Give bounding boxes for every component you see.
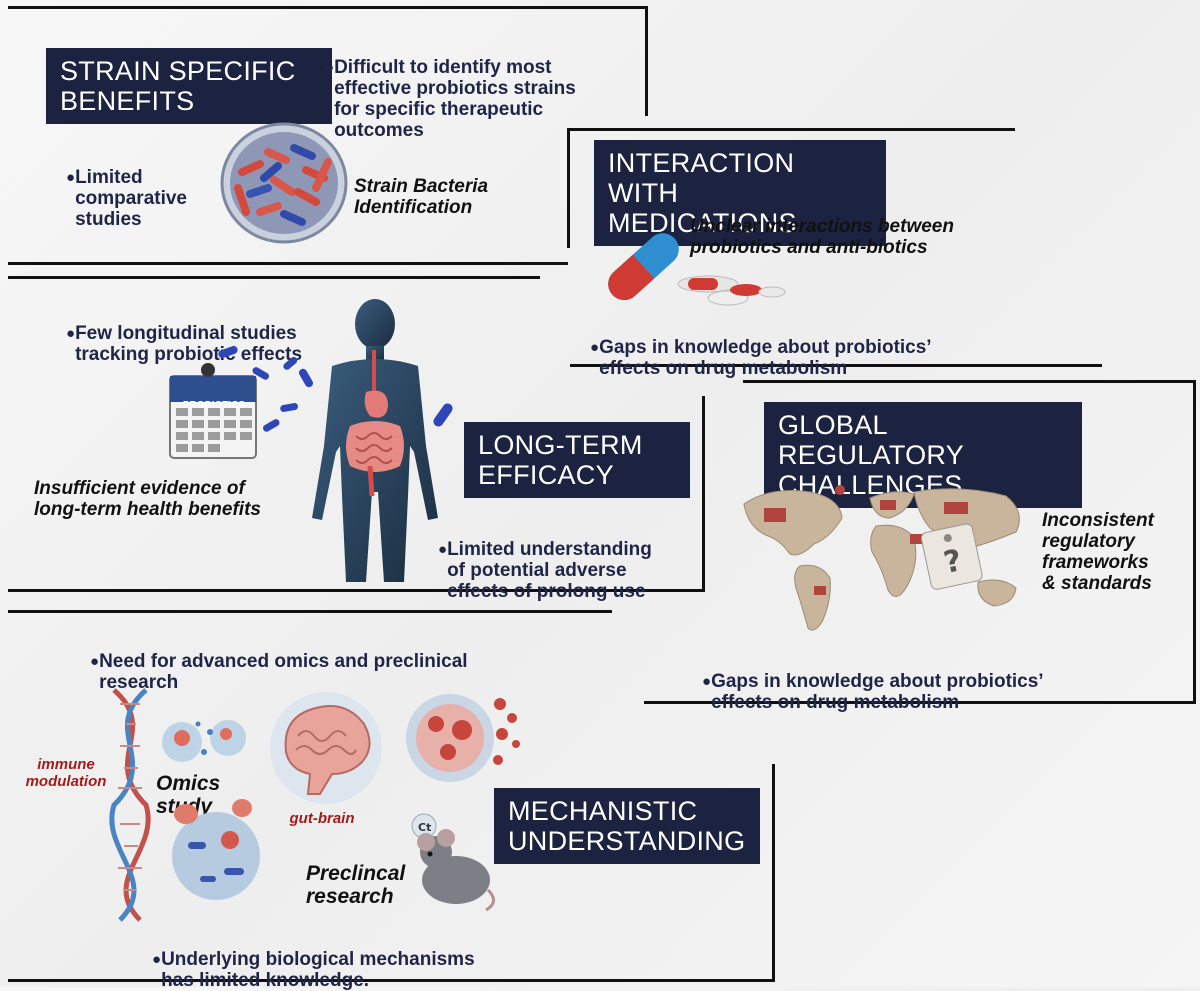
mechanistic-border-right [772, 764, 775, 982]
gutbrain-label: gut-brain [289, 810, 355, 827]
longterm-bullet-2-text: Limited understanding of potential adver… [447, 539, 652, 602]
strain-title: STRAIN SPECIFIC BENEFITS [46, 48, 332, 124]
bullet-dot-icon: ● [590, 339, 600, 356]
global-border-right [1193, 380, 1196, 704]
interaction-border-top [567, 128, 1015, 131]
calendar-label: PROBIOTICS [182, 400, 246, 411]
longterm-bullet-2: ●Limited understanding of potential adve… [438, 518, 652, 602]
interaction-border-bottom [570, 364, 1102, 367]
mouse-icon: Ct [411, 813, 495, 912]
longterm-title: LONG-TERM EFFICACY [464, 422, 690, 498]
human-body-gut-icon [312, 299, 438, 582]
capsules-scatter-icon [218, 345, 453, 432]
strain-bullet-1-text: Difficult to identify most effective pro… [334, 57, 576, 141]
mechanistic-bullet-1: ●Need for advanced omics and preclinical… [90, 630, 468, 693]
omics-cells-icon [162, 720, 246, 762]
global-border-top [743, 380, 1195, 383]
strain-bullet-2: ●Limited comparative studies [66, 146, 187, 230]
bullet-dot-icon: ● [66, 325, 76, 342]
interaction-border-left [567, 128, 570, 248]
interaction-title: INTERACTION WITH MEDICATIONS [594, 140, 886, 246]
dna-helix-icon [109, 688, 151, 922]
strain-border-bottom [8, 262, 568, 265]
strain-bullet-1: ●Difficult to identify most effective pr… [325, 36, 576, 141]
bullet-dot-icon: ● [325, 59, 335, 76]
longterm-border-bottom [8, 589, 705, 592]
interaction-bullet-text: Gaps in knowledge about probiotics’ effe… [599, 337, 932, 379]
bullet-dot-icon: ● [90, 653, 100, 670]
longterm-caption: Insufficient evidence of long-term healt… [34, 478, 261, 520]
brain-head-icon [270, 692, 382, 804]
longterm-border-right [702, 396, 705, 592]
bullet-dot-icon: ● [66, 169, 76, 186]
bullet-dot-icon: ● [438, 541, 448, 558]
pills-capsule-icon [608, 233, 786, 306]
global-border-bottom [644, 701, 1196, 704]
mechanistic-border-top [8, 610, 612, 613]
immune-label: immune modulation [25, 756, 107, 790]
interaction-bullet: ●Gaps in knowledge about probiotics’ eff… [590, 316, 932, 379]
global-caption: Inconsistent regulatory frameworks & sta… [1042, 510, 1154, 594]
calendar-icon [169, 363, 257, 459]
strain-border-right [645, 6, 648, 116]
global-bullet-text: Gaps in knowledge about probiotics’ effe… [711, 671, 1044, 713]
mechanistic-bullet-1-text: Need for advanced omics and preclinical … [99, 651, 468, 693]
strain-bullet-2-text: Limited comparative studies [75, 167, 188, 230]
mechanistic-bullet-2-text: Underlying biological mechanisms has lim… [161, 949, 475, 991]
strain-caption: Strain Bacteria Identification [354, 176, 489, 218]
mechanistic-bullet-2: ●Underlying biological mechanisms has li… [152, 928, 475, 991]
longterm-bullet-1-text: Few longitudinal studies tracking probio… [75, 323, 303, 365]
longterm-bullet-1: ●Few longitudinal studies tracking probi… [66, 302, 302, 365]
gut-bacteria-icon [172, 799, 260, 900]
strain-border-top [8, 6, 648, 9]
preclinical-label: Preclincal research [306, 862, 406, 908]
bullet-dot-icon: ● [152, 951, 162, 968]
longterm-border-top [8, 276, 540, 279]
mechanistic-title: MECHANISTIC UNDERSTANDING [494, 788, 760, 864]
global-bullet: ●Gaps in knowledge about probiotics’ eff… [702, 650, 1044, 713]
bullet-dot-icon: ● [702, 673, 712, 690]
microbiome-cluster-icon [406, 694, 520, 782]
world-map-icon: ? [743, 485, 1020, 631]
interaction-caption: Unclear interactions between probiotics … [690, 216, 954, 258]
mechanistic-border-bottom [8, 979, 775, 982]
svg-text:Ct: Ct [418, 821, 431, 834]
petri-dish-bacteria-icon [220, 122, 348, 244]
